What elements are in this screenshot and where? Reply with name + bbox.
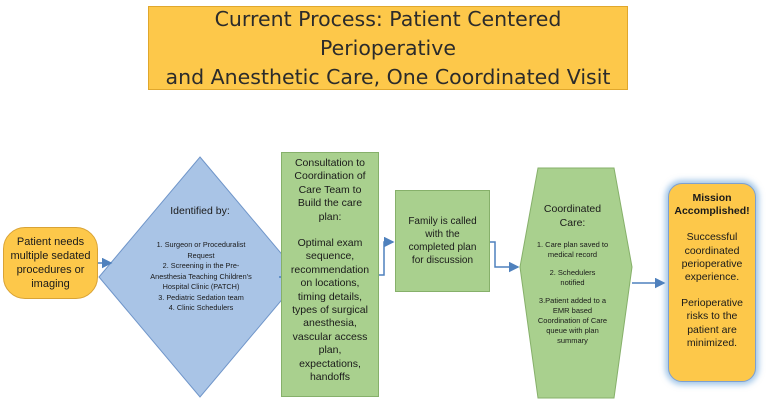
identified-item: 1. Surgeon or Proceduralist	[156, 240, 246, 249]
consult-body-line: plan,	[318, 344, 342, 357]
consult-body-line: expectations,	[299, 357, 361, 370]
mission-line: minimized.	[686, 336, 738, 349]
consult-body-line: on locations,	[300, 277, 360, 290]
coord-title-line: Care:	[559, 216, 586, 229]
mission-heading-line: Accomplished!	[674, 205, 750, 218]
coord-item-line: 2. Schedulers	[549, 268, 596, 277]
mission-line: Successful	[686, 231, 738, 244]
coordinated-list: 1. Care plan saved to medical record 2. …	[520, 240, 625, 346]
coordinated-hexagon	[519, 167, 633, 399]
identified-item: Anesthesia Teaching Children's	[150, 271, 252, 281]
consult-body-line: sequence,	[305, 250, 355, 263]
consult-body-line: anesthesia,	[303, 317, 357, 330]
consult-body-line: Optimal exam	[297, 237, 363, 250]
coord-item-line: EMR based	[552, 306, 593, 315]
title-line-1: Current Process: Patient Centered Periop…	[214, 6, 562, 60]
mission-line: experience.	[684, 271, 740, 284]
coord-item-line: summary	[557, 336, 588, 345]
mission-heading-line: Mission	[692, 192, 732, 204]
mission-line: coordinated	[684, 244, 740, 257]
mission-line: perioperative	[681, 257, 743, 270]
consult-body-line: recommendation	[290, 263, 370, 276]
consult-body-line: timing details,	[297, 290, 363, 303]
consult-body-line: types of surgical	[292, 304, 368, 317]
consult-heading-line: Coordination of	[294, 170, 366, 183]
start-node: Patient needs multiple sedated procedure…	[3, 227, 98, 299]
consult-heading-line: plan:	[318, 210, 342, 223]
consultation-node: Consultation to Coordination of Care Tea…	[281, 152, 379, 397]
consult-heading-line: Consultation to	[294, 157, 366, 169]
coord-item-line: Coordination of Care	[537, 316, 608, 325]
consult-heading-line: Care Team to	[298, 183, 362, 196]
identified-item: 2. Screening in the Pre-	[162, 261, 240, 270]
arrow-family-to-coord	[490, 241, 520, 273]
mission-line: Perioperative	[681, 297, 743, 310]
start-text-1: Patient needs	[16, 236, 85, 248]
family-line: completed plan	[408, 242, 477, 253]
consult-body-line: handoffs	[309, 371, 351, 384]
family-line: Family is called	[408, 216, 477, 227]
identified-list: 1. Surgeon or Proceduralist Request 2. S…	[126, 240, 276, 314]
start-text-4: imaging	[31, 278, 70, 290]
start-text-2: multiple sedated	[10, 250, 91, 262]
coordinated-title: Coordinated Care:	[520, 203, 625, 230]
identified-item: Hospital Clinic (PATCH)	[162, 282, 240, 291]
mission-node: Mission Accomplished! Successful coordin…	[668, 183, 756, 382]
identified-item: 3. Pediatric Sedation team	[158, 292, 244, 302]
family-line: for discussion	[411, 255, 474, 266]
title-line-2: and Anesthetic Care, One Coordinated Vis…	[165, 64, 611, 89]
coord-item-line: notified	[560, 278, 585, 287]
start-text-3: procedures or	[16, 264, 85, 276]
consult-heading-line: Build the care	[297, 197, 363, 210]
decision-diamond	[98, 156, 302, 398]
identified-item: Request	[187, 250, 215, 260]
mission-line: patient are	[687, 323, 737, 336]
family-line: with the	[425, 229, 460, 240]
diagram-title: Current Process: Patient Centered Periop…	[148, 6, 628, 90]
coord-item-line: medical record	[547, 250, 598, 259]
identified-title: Identified by:	[170, 205, 230, 217]
coord-title-line: Coordinated	[543, 203, 602, 215]
arrow-consult-to-family	[379, 236, 395, 276]
consult-body-line: vascular access	[292, 330, 368, 343]
mission-line: risks to the	[686, 310, 738, 323]
coord-item-line: 3.Patient added to a	[538, 296, 607, 305]
identified-item: 4. Clinic Schedulers	[168, 303, 234, 312]
family-node: Family is called with the completed plan…	[395, 190, 490, 292]
coord-item-line: 1. Care plan saved to	[536, 240, 609, 249]
coord-item-line: queue with plan	[546, 326, 599, 335]
